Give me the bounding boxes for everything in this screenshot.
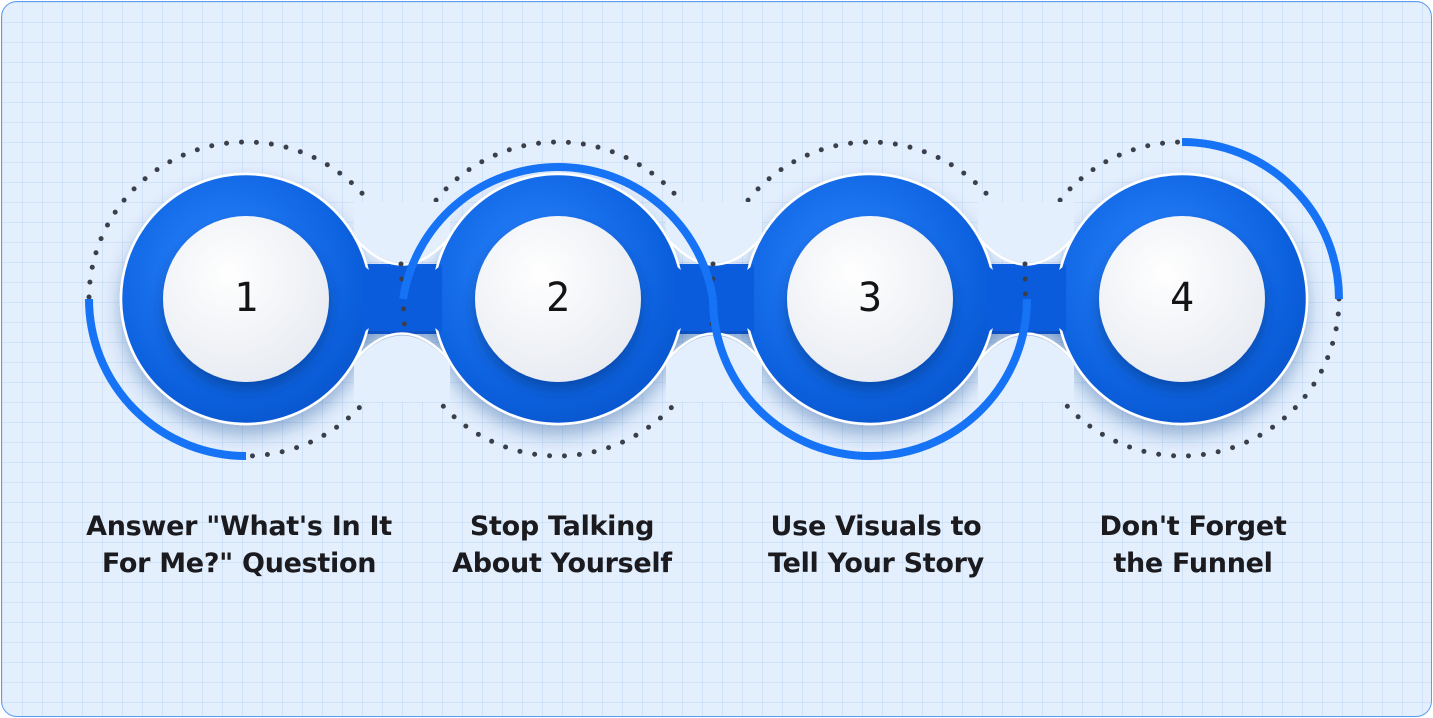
step-caption-1: Answer "What's In It For Me?" Question	[79, 508, 399, 582]
step-caption-3-line-2: Tell Your Story	[768, 548, 984, 579]
step-inner-circle-3	[787, 216, 953, 382]
step-inner-circle-2	[475, 216, 641, 382]
step-caption-3-line-1: Use Visuals to	[770, 511, 982, 542]
step-caption-1-line-1: Answer "What's In It	[86, 511, 392, 542]
accent-arc-2	[399, 163, 717, 300]
step-caption-3: Use Visuals to Tell Your Story	[716, 508, 1036, 582]
step-inner-circle-1	[163, 216, 329, 382]
step-number-4: 4	[1170, 275, 1194, 321]
step-inner-circle-4	[1099, 216, 1265, 382]
step-number-1: 1	[234, 275, 258, 321]
step-caption-4-line-2: the Funnel	[1113, 548, 1273, 579]
step-caption-2: Stop Talking About Yourself	[402, 508, 722, 582]
step-caption-2-line-2: About Yourself	[452, 548, 672, 579]
inner-circles	[163, 216, 1265, 382]
step-caption-1-line-2: For Me?" Question	[101, 548, 377, 579]
step-caption-4-line-1: Don't Forget	[1099, 511, 1287, 542]
step-caption-2-line-1: Stop Talking	[469, 511, 655, 542]
accent-arc-1	[85, 298, 247, 460]
accent-arcs	[85, 138, 1343, 460]
step-number-2: 2	[546, 275, 570, 321]
step-caption-4: Don't Forget the Funnel	[1033, 508, 1353, 582]
step-number-3: 3	[858, 275, 882, 321]
accent-arc-3	[709, 298, 1031, 460]
accent-arc-4	[1181, 138, 1343, 300]
